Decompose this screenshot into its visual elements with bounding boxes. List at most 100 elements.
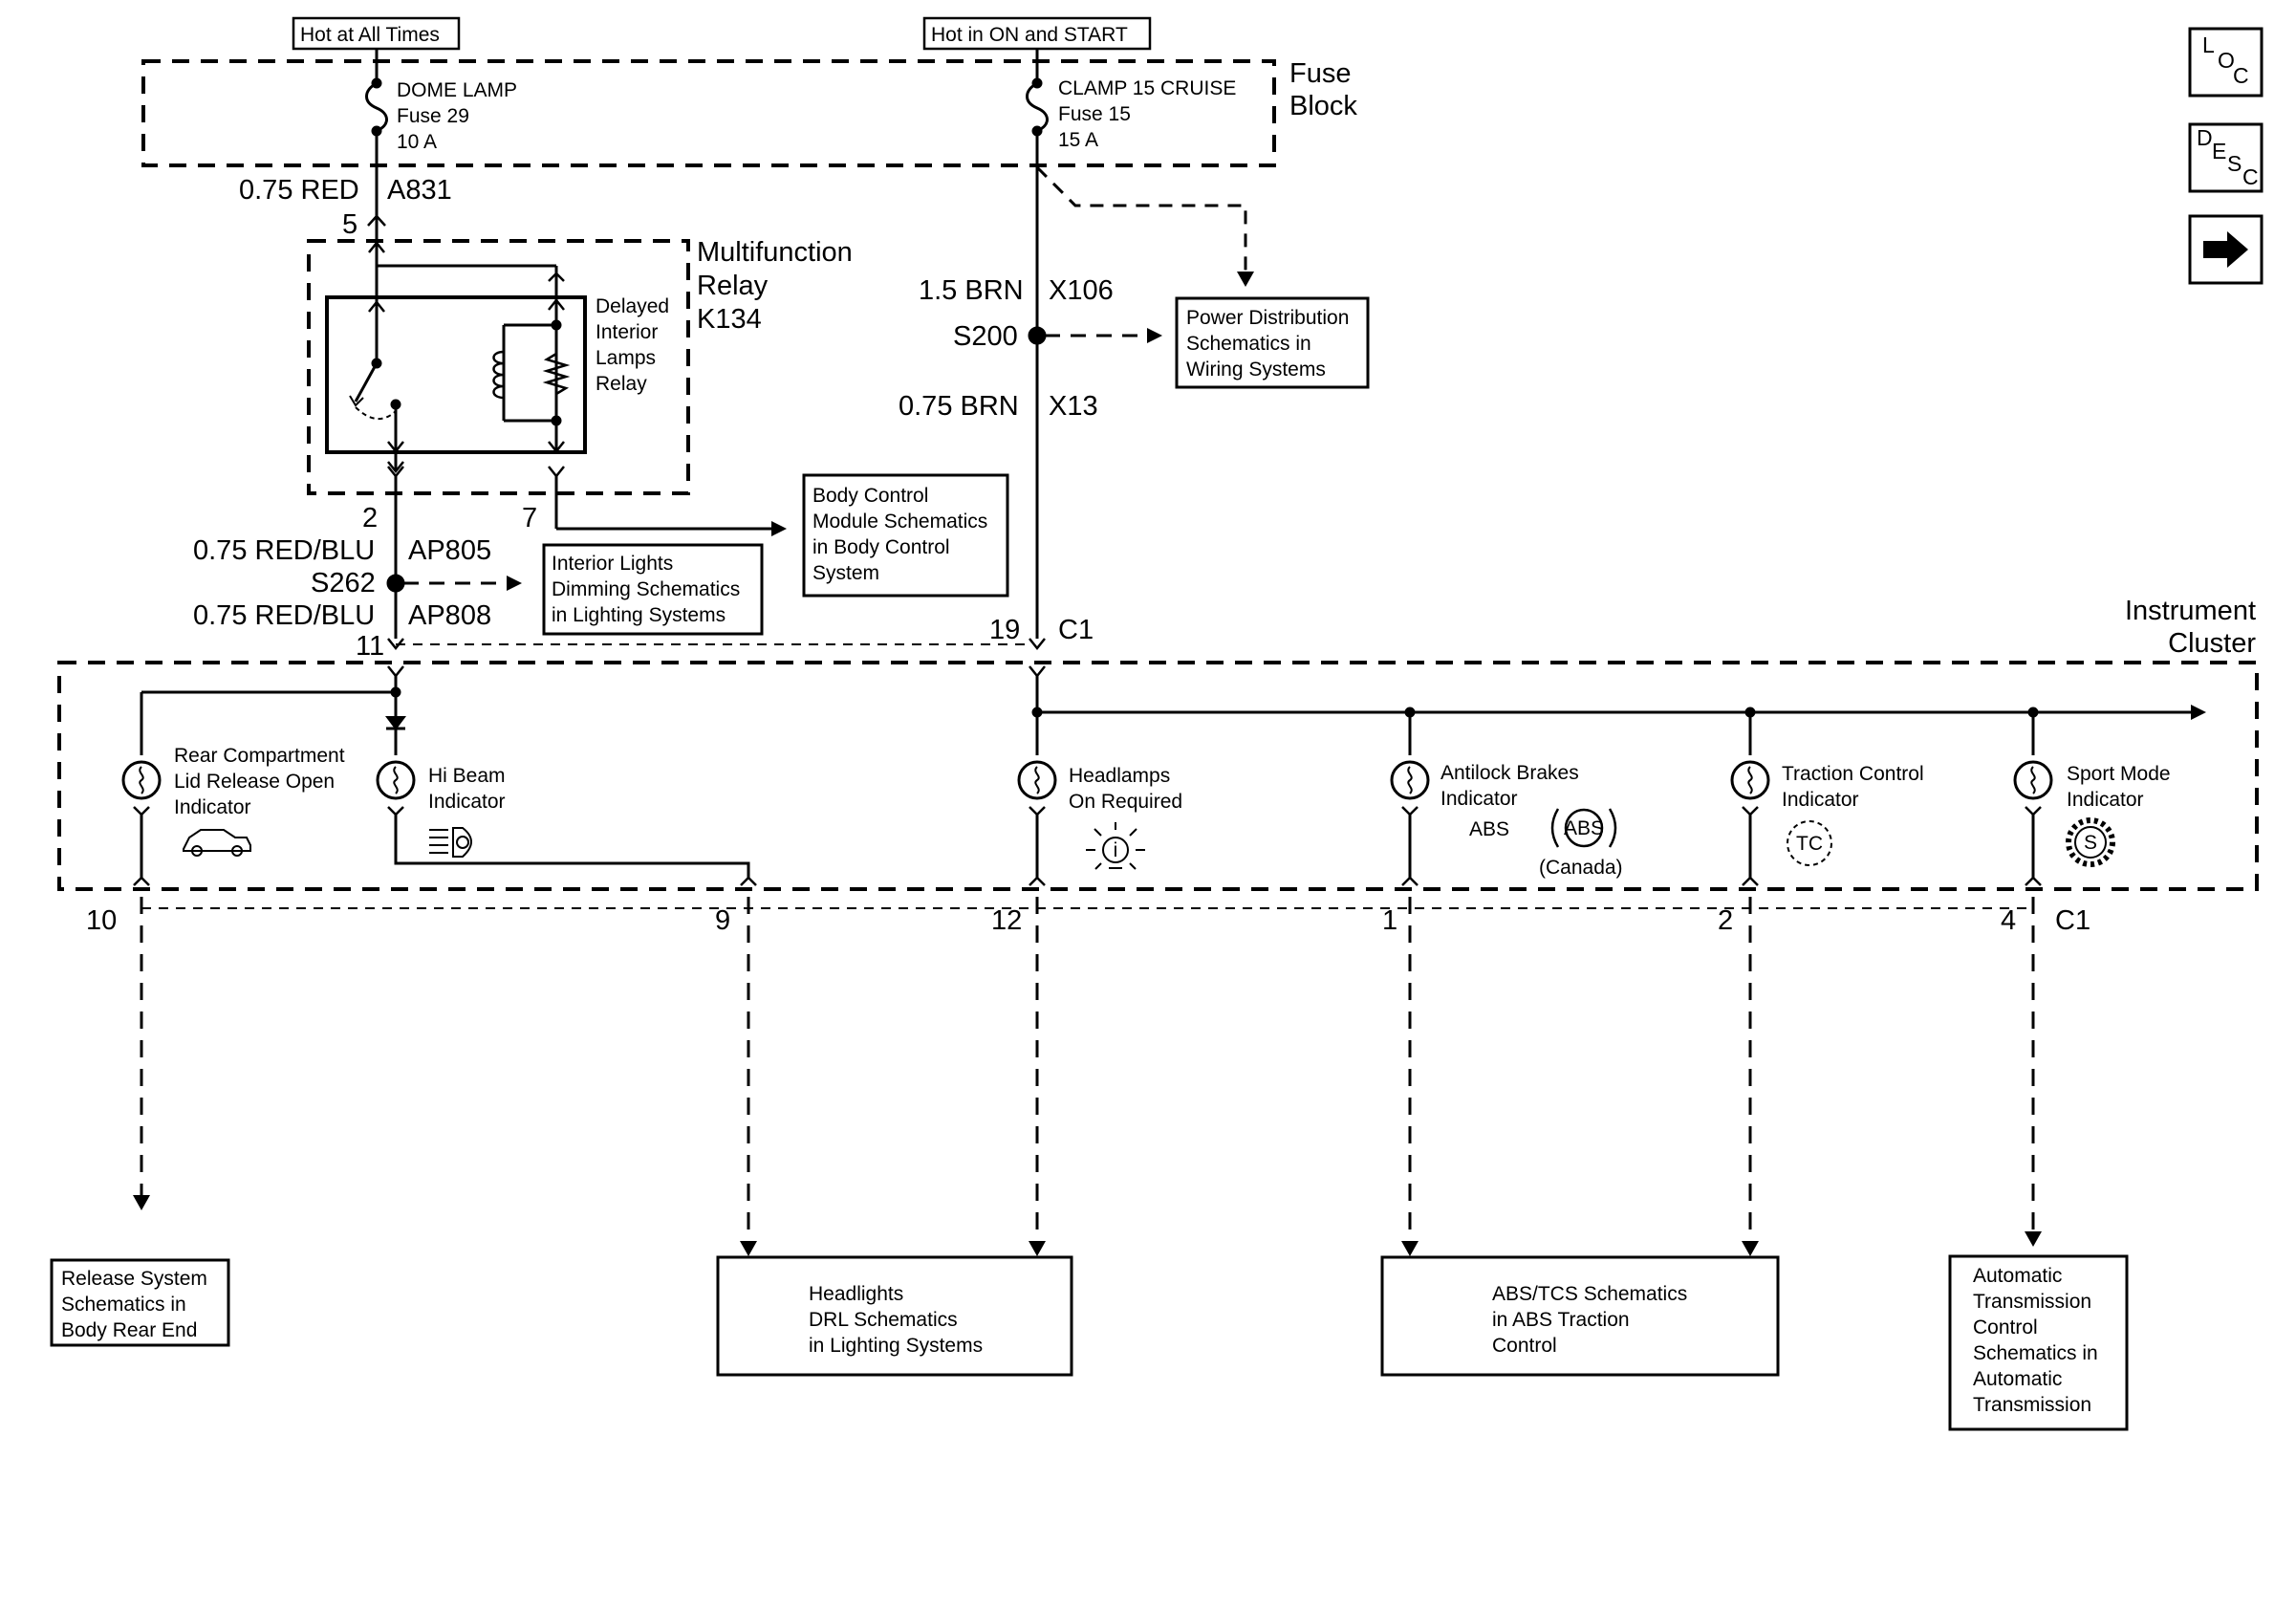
arrow-right-icon — [2203, 231, 2248, 268]
cluster-pin-9: 9 — [715, 905, 730, 936]
tc-symbol-text: TC — [1796, 833, 1823, 855]
relay-desc-4: Relay — [596, 373, 647, 395]
cluster-pin-2: 2 — [1718, 905, 1733, 936]
sport-mode-icon — [2066, 817, 2115, 867]
abs-tcs-ref-box[interactable] — [1380, 1255, 1780, 1377]
loc-icon-l: L — [2202, 33, 2215, 57]
splice-s262 — [386, 574, 405, 593]
splice-s262-label: S262 — [311, 568, 376, 598]
headlights-ref-3: in Lighting Systems — [809, 1335, 983, 1357]
splice-s200-label: S200 — [953, 321, 1018, 352]
headlamp-info-icon — [1086, 822, 1145, 870]
body-control-ref-3: in Body Control — [812, 536, 950, 558]
relay-title-1: Multifunction — [697, 237, 853, 268]
fuse-block-box — [141, 59, 1276, 167]
hi-beam-label-1: Hi Beam — [428, 765, 506, 787]
auto-trans-ref-5: Automatic — [1973, 1368, 2062, 1390]
abs-tcs-ref-3: Control — [1492, 1335, 1557, 1357]
cluster-pin-12: 12 — [991, 905, 1022, 936]
abs-label: ABS — [1469, 818, 1509, 840]
hi-beam-diode — [385, 716, 406, 730]
wire-a831-circuit: A831 — [387, 175, 452, 206]
cruise-fuse-number: Fuse 15 — [1058, 103, 1131, 125]
auto-trans-ref-6: Transmission — [1973, 1394, 2091, 1416]
sport-symbol-text: S — [2084, 832, 2097, 854]
car-trunk-icon — [183, 829, 251, 852]
cluster-connector-c1-top: C1 — [1058, 615, 1094, 645]
cruise-fuse-rating: 15 A — [1058, 129, 1098, 151]
splice-s200 — [1028, 326, 1047, 345]
headlights-ref-box[interactable] — [716, 1255, 1073, 1377]
sport-label-1: Sport Mode — [2067, 763, 2171, 785]
desc-icon-s: S — [2227, 151, 2242, 176]
interior-lights-ref-3: in Lighting Systems — [552, 604, 726, 626]
desc-button[interactable] — [2188, 122, 2264, 193]
abs-symbol-text: ABS — [1564, 817, 1604, 839]
antilock-label-1: Antilock Brakes — [1440, 762, 1579, 784]
loc-button[interactable] — [2188, 27, 2264, 98]
instrument-cluster-box — [57, 661, 2259, 891]
relay-desc-2: Interior — [596, 321, 658, 343]
auto-trans-ref-3: Control — [1973, 1316, 2038, 1338]
interior-lights-ref-2: Dimming Schematics — [552, 578, 740, 600]
traction-control-icon — [1787, 820, 1832, 866]
abs-tcs-ref-2: in ABS Traction — [1492, 1309, 1630, 1331]
relay-pin-2: 2 — [362, 503, 378, 533]
wire-ap805-gauge: 0.75 RED/BLU — [193, 535, 375, 566]
traction-label-2: Indicator — [1782, 789, 1859, 811]
release-system-ref-box[interactable] — [50, 1258, 230, 1347]
cluster-pin-1: 1 — [1382, 905, 1397, 936]
sport-label-2: Indicator — [2067, 789, 2144, 811]
cruise-fuse-name: CLAMP 15 CRUISE — [1058, 77, 1236, 99]
auto-trans-ref-2: Transmission — [1973, 1291, 2091, 1313]
headlamps-bulb — [1017, 760, 1057, 800]
body-control-ref-1: Body Control — [812, 485, 928, 507]
abs-icon — [1550, 808, 1617, 848]
dome-fuse-rating: 10 A — [397, 131, 437, 153]
cluster-title-2: Cluster — [2168, 628, 2256, 659]
wire-x13-circuit: X13 — [1049, 391, 1098, 422]
headlights-ref-2: DRL Schematics — [809, 1309, 958, 1331]
auto-trans-ref-box[interactable] — [1948, 1254, 2129, 1431]
relay-desc-3: Lamps — [596, 347, 656, 369]
relay-desc-1: Delayed — [596, 295, 669, 317]
auto-trans-ref-1: Automatic — [1973, 1265, 2062, 1287]
power-distribution-ref-3: Wiring Systems — [1186, 359, 1326, 381]
wire-ap805-circuit: AP805 — [408, 535, 491, 566]
cluster-pin-4: 4 — [2001, 905, 2016, 936]
loc-icon-c: C — [2233, 63, 2249, 88]
interior-lights-ref-1: Interior Lights — [552, 553, 673, 575]
headlamps-label-2: On Required — [1069, 791, 1182, 813]
body-control-ref-box[interactable] — [802, 473, 1009, 598]
power-distribution-ref-box[interactable] — [1175, 296, 1370, 389]
hi-beam-bulb — [376, 760, 416, 800]
hi-beam-label-2: Indicator — [428, 791, 506, 813]
dome-fuse-symbol — [365, 81, 388, 133]
hot-on-start-label: Hot in ON and START — [931, 24, 1128, 46]
hi-beam-icon — [429, 827, 472, 858]
antilock-bulb — [1390, 760, 1430, 800]
fuse-block-title-2: Block — [1289, 91, 1357, 121]
dome-fuse-name: DOME LAMP — [397, 79, 517, 101]
rear-compartment-label-3: Indicator — [174, 796, 251, 818]
sport-mode-bulb — [2013, 760, 2053, 800]
cluster-pin-19: 19 — [989, 615, 1020, 645]
headlamp-info-symbol: i — [1114, 839, 1118, 861]
relay-pin-7: 7 — [522, 503, 537, 533]
headlamps-label-1: Headlamps — [1069, 765, 1170, 787]
wire-x106-gauge: 1.5 BRN — [919, 275, 1024, 306]
fuse-block-title-1: Fuse — [1289, 58, 1351, 89]
power-distribution-ref-2: Schematics in — [1186, 333, 1311, 355]
rear-compartment-label-1: Rear Compartment — [174, 745, 345, 767]
relay-title-3: K134 — [697, 304, 762, 335]
antilock-label-2: Indicator — [1440, 788, 1518, 810]
next-button[interactable] — [2188, 214, 2264, 285]
relay-resistor-symbol — [542, 352, 571, 396]
interior-lights-ref-box[interactable] — [542, 543, 764, 636]
desc-icon-d: D — [2197, 125, 2213, 150]
abs-tcs-ref-1: ABS/TCS Schematics — [1492, 1283, 1687, 1305]
relay-coil-symbol — [492, 350, 505, 400]
desc-icon-e: E — [2212, 139, 2226, 163]
rear-compartment-label-2: Lid Release Open — [174, 771, 335, 793]
